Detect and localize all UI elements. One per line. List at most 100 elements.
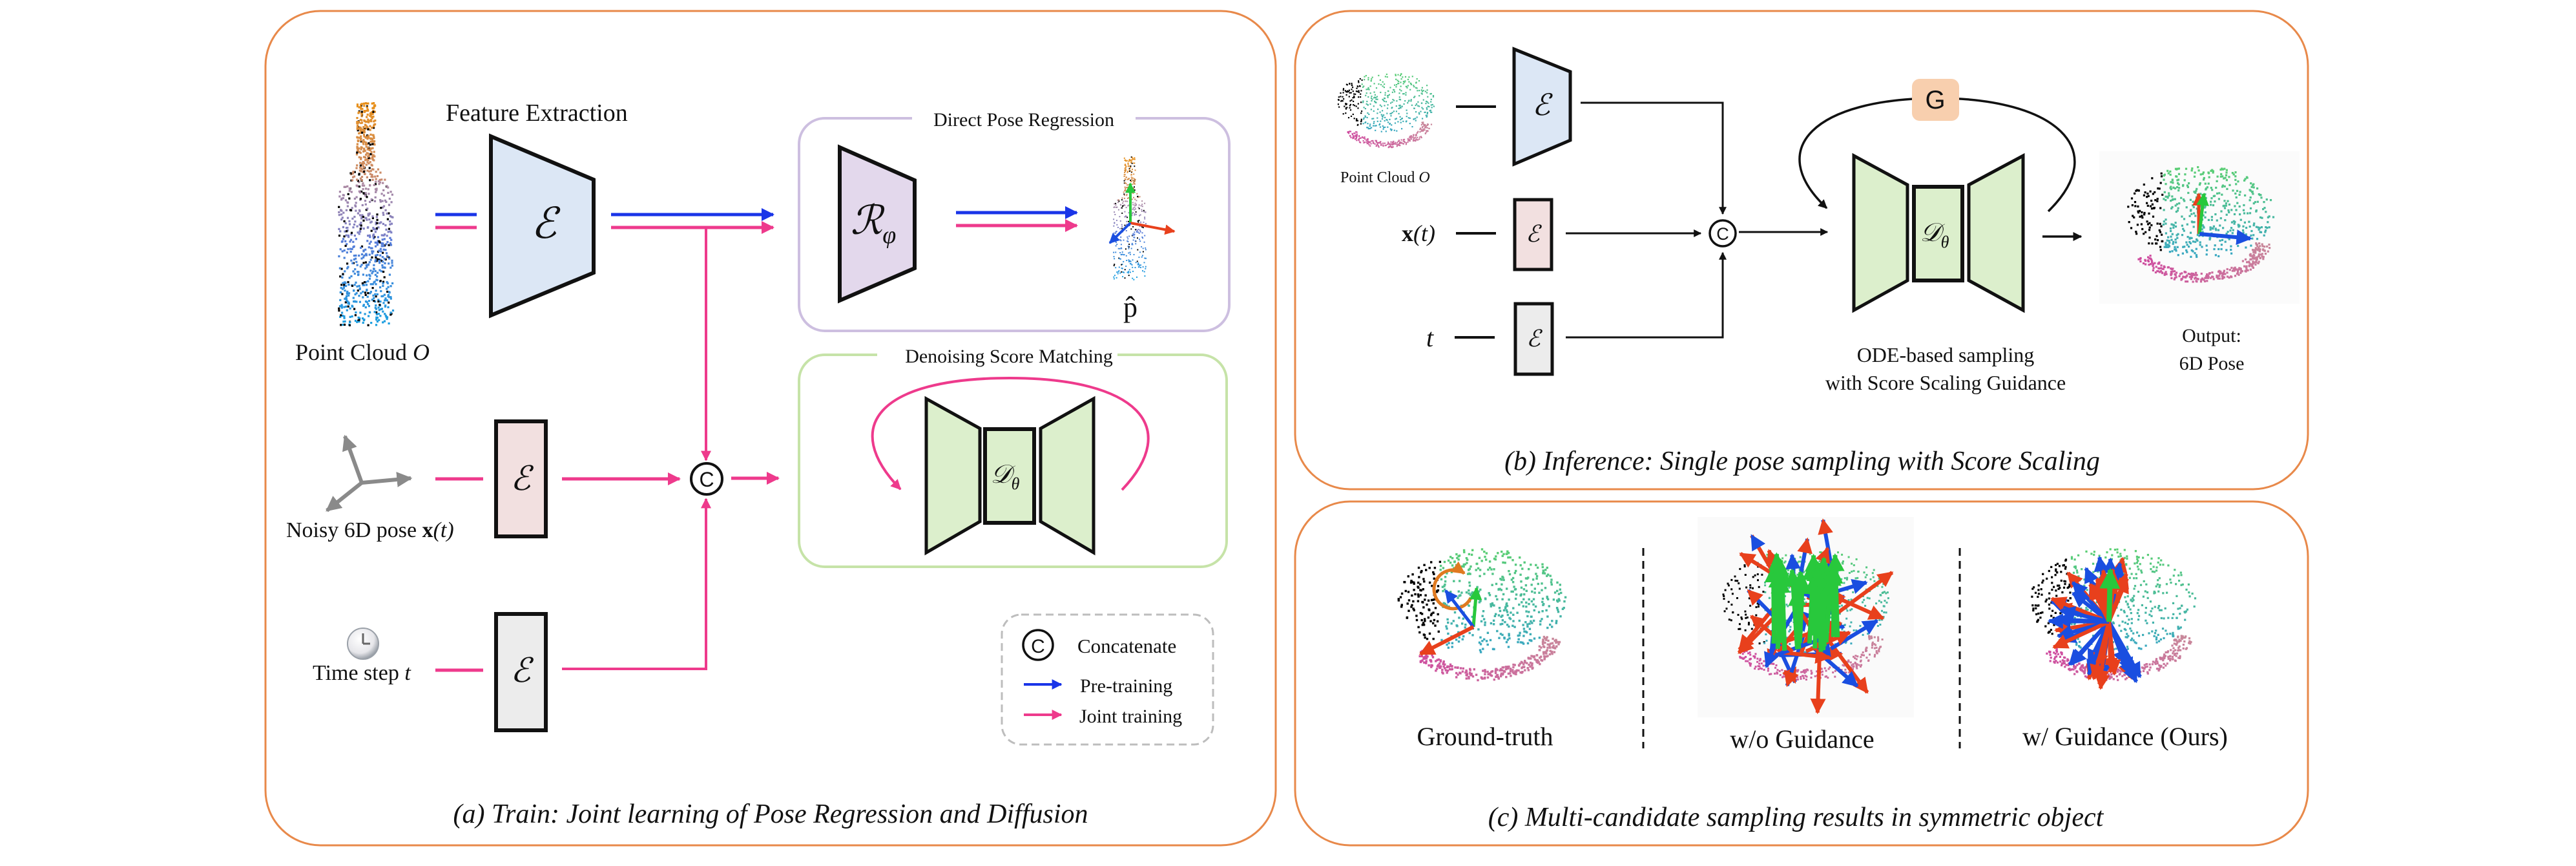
point: [391, 259, 393, 262]
point: [386, 218, 389, 220]
point: [1373, 97, 1375, 99]
point: [2208, 238, 2211, 241]
point: [2208, 176, 2210, 178]
point: [2152, 660, 2154, 663]
point: [1852, 668, 1854, 670]
point: [1122, 202, 1124, 204]
point: [369, 200, 371, 203]
point: [2245, 270, 2247, 273]
point: [1556, 581, 1559, 584]
point: [1530, 664, 1533, 667]
point: [2269, 199, 2272, 202]
denoiser-subscript: θ: [1941, 233, 1949, 251]
point: [1351, 85, 1353, 87]
point: [1865, 657, 1868, 659]
point: [370, 151, 373, 153]
point: [2150, 557, 2153, 560]
point: [2042, 573, 2044, 575]
point: [1787, 573, 1790, 575]
point: [1459, 671, 1461, 674]
point: [1490, 568, 1493, 571]
point: [2237, 244, 2239, 248]
point: [2187, 273, 2190, 275]
point: [362, 128, 364, 131]
point: [1125, 169, 1127, 171]
point: [2232, 189, 2234, 192]
panel-multi-candidate: Ground-truth w/o Guidance w/ Guidance (O…: [1294, 500, 2309, 847]
point: [1413, 582, 1415, 585]
point: [2137, 211, 2140, 214]
point: [1422, 129, 1424, 131]
point: [361, 204, 364, 207]
point: [344, 301, 347, 304]
point: [1355, 138, 1357, 140]
xt-label: x(t): [1402, 220, 1435, 246]
point: [2106, 551, 2108, 554]
point: [1868, 636, 1871, 639]
point: [2267, 216, 2269, 218]
point: [364, 293, 367, 296]
point: [390, 297, 392, 300]
point: [2181, 583, 2184, 586]
point: [1495, 582, 1498, 586]
point: [1378, 146, 1380, 148]
point: [1121, 253, 1123, 255]
point: [1345, 112, 1347, 114]
point: [1358, 91, 1360, 93]
point: [1736, 580, 1739, 582]
point: [1876, 652, 1878, 655]
point: [1410, 100, 1412, 102]
point: [369, 291, 372, 293]
point: [1464, 671, 1467, 674]
point: [1378, 124, 1380, 126]
point: [1442, 589, 1444, 593]
point: [2137, 609, 2140, 611]
point: [2165, 245, 2167, 248]
point: [2145, 231, 2147, 233]
point: [1749, 664, 1752, 667]
point: [1133, 196, 1134, 198]
point: [1414, 593, 1417, 596]
point: [2137, 210, 2139, 213]
point: [1518, 603, 1521, 606]
point: [1374, 143, 1376, 145]
point: [1128, 271, 1130, 273]
point: [2199, 173, 2202, 176]
point: [1444, 583, 1446, 586]
point: [1349, 131, 1351, 132]
point: [348, 277, 351, 279]
point: [1406, 142, 1407, 144]
point: [1850, 642, 1853, 645]
point: [2201, 246, 2203, 248]
point: [2190, 255, 2192, 258]
point: [1132, 158, 1134, 160]
point: [2052, 617, 2055, 619]
point: [2137, 647, 2140, 650]
point: [1343, 98, 1345, 100]
point: [2139, 563, 2141, 565]
point: [2163, 617, 2165, 620]
point: [1117, 273, 1119, 275]
point: [1125, 189, 1127, 191]
point: [1553, 651, 1556, 653]
point: [1510, 611, 1512, 614]
point: [1442, 662, 1444, 666]
point: [1141, 255, 1143, 257]
point: [1123, 191, 1125, 193]
point: [1412, 607, 1415, 610]
point: [369, 157, 371, 160]
point: [390, 296, 392, 299]
point: [2189, 209, 2192, 212]
point: [391, 264, 393, 267]
point: [1361, 83, 1363, 85]
point: [368, 193, 370, 195]
point: [1362, 140, 1364, 142]
point: [1393, 143, 1395, 145]
point: [1453, 611, 1457, 614]
point: [377, 180, 380, 183]
point: [1128, 259, 1130, 261]
point: [1413, 96, 1415, 98]
point: [2037, 595, 2039, 598]
point: [1747, 652, 1750, 655]
point: [2037, 589, 2040, 591]
